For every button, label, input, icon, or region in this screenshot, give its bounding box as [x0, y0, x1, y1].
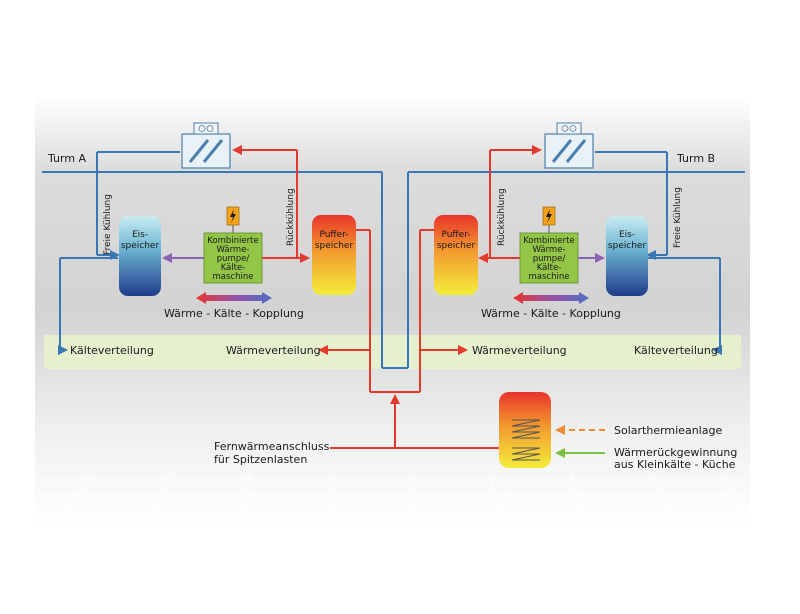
heat-pump-right-label-5: maschine [529, 272, 570, 282]
heat-pump-right-label-3: pumpe/ [533, 254, 566, 264]
heat-pump-left-label-1: Kombinierte [207, 236, 258, 246]
heat-pump-right-label-2: Wärme- [533, 245, 566, 255]
district-heating-label-1: Fernwärmeanschluss [214, 440, 330, 453]
cooling-tower-a [181, 122, 231, 169]
buffer-storage-left: Puffer- speicher [312, 215, 356, 295]
buffer-storage-right-label-2: speicher [437, 241, 476, 251]
cold-distribution-right-label: Kälteverteilung [634, 344, 718, 357]
buffer-storage-right-label-1: Puffer- [441, 230, 470, 240]
buffer-storage-left-label-1: Puffer- [319, 230, 348, 240]
heat-distribution-right-label: Wärmeverteilung [472, 344, 567, 357]
district-heating-label-2: für Spitzenlasten [214, 453, 307, 466]
recooling-left-label: Rückkühlung [286, 188, 296, 246]
heat-pump-left-label-2: Wärme- [217, 245, 250, 255]
coupling-left-label: Wärme - Kälte - Kopplung [164, 307, 304, 320]
coupling-arrow-left [196, 292, 272, 304]
heat-pump-left-label-4: Kälte- [221, 263, 246, 273]
buffer-storage-right: Puffer- speicher [434, 215, 478, 295]
recooling-right-label: Rückkühlung [497, 188, 507, 246]
ice-storage-right-label-1: Eis- [619, 230, 635, 240]
recovery-label-1: Wärmerückgewinnung [614, 446, 737, 459]
ice-storage-left-label-1: Eis- [132, 230, 148, 240]
ice-storage-left: Eis- speicher [119, 216, 161, 296]
distribution-band [44, 335, 741, 369]
heat-pump-right-label-4: Kälte- [537, 263, 562, 273]
background-panel [35, 95, 750, 527]
coupling-arrow-right [513, 292, 589, 304]
cooling-tower-b [544, 122, 594, 169]
electricity-icon [226, 206, 240, 233]
floor-grid [35, 469, 750, 528]
heat-pump-left-label-3: pumpe/ [217, 254, 250, 264]
free-cooling-right-label: Freie Kühlung [673, 187, 683, 248]
solar-label: Solarthermieanlage [614, 424, 722, 437]
ice-storage-right: Eis- speicher [606, 216, 648, 296]
buffer-storage-left-label-2: speicher [315, 241, 354, 251]
recovery-label-2: aus Kleinkälte - Küche [614, 458, 736, 471]
ice-storage-right-label-2: speicher [608, 241, 647, 251]
tower-b-label: Turm B [676, 152, 715, 165]
heat-pump-right-label-1: Kombinierte [523, 236, 574, 246]
ice-storage-left-label-2: speicher [121, 241, 160, 251]
electricity-icon [542, 206, 556, 233]
tower-a-label: Turm A [47, 152, 87, 165]
free-cooling-left-label: Freie Kühlung [103, 194, 113, 255]
solar-storage-tank [499, 392, 551, 468]
heat-pump-left-label-5: maschine [213, 272, 254, 282]
hot-pipes [232, 145, 542, 449]
coupling-right-label: Wärme - Kälte - Kopplung [481, 307, 621, 320]
heat-pump-left: Kombinierte Wärme- pumpe/ Kälte- maschin… [203, 232, 263, 284]
cold-pipes [42, 151, 745, 369]
heat-distribution-left-label: Wärmeverteilung [226, 344, 321, 357]
heat-pump-right: Kombinierte Wärme- pumpe/ Kälte- maschin… [519, 232, 579, 284]
cold-distribution-left-label: Kälteverteilung [70, 344, 154, 357]
